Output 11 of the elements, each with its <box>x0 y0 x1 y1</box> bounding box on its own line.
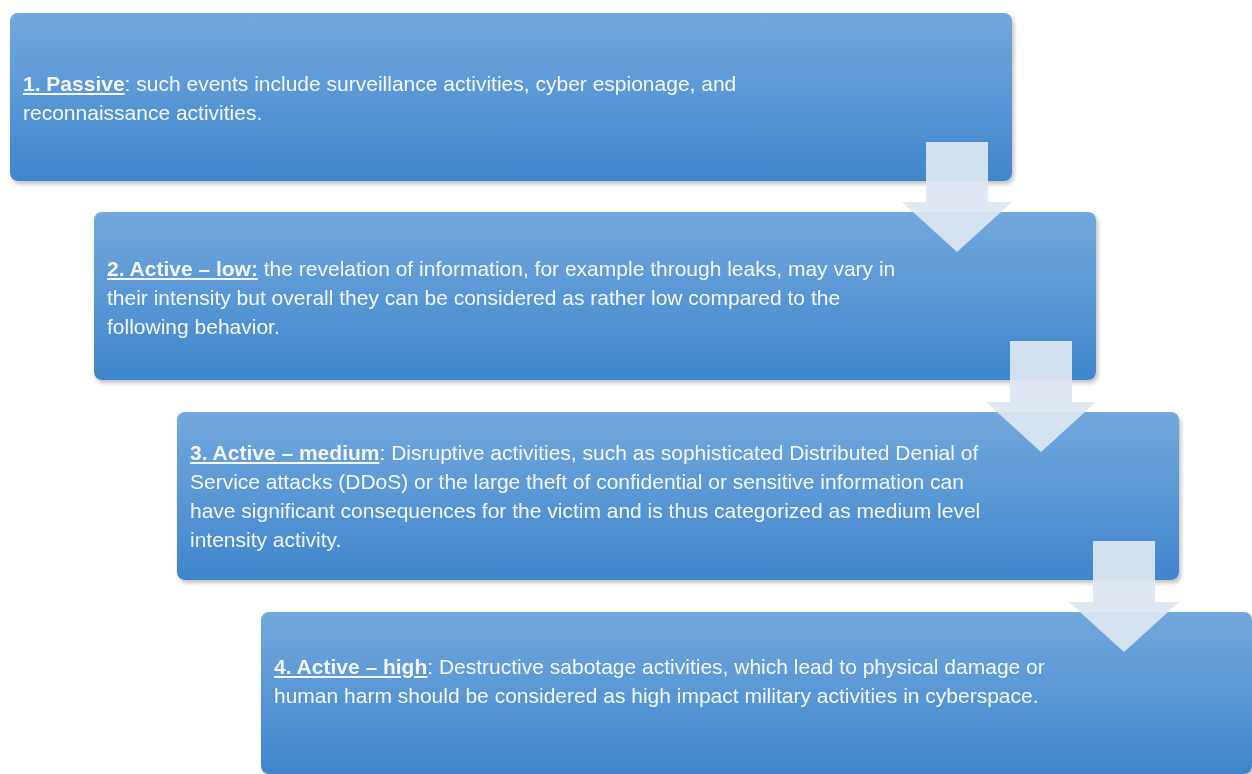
down-arrow <box>902 142 1012 252</box>
process-box <box>10 13 1012 181</box>
down-arrow <box>1069 541 1179 652</box>
process-box <box>261 612 1252 774</box>
description-text: 3. Active – medium: Disruptive activities, such as sophisticated Distributed Denial of Service attacks (DDoS) or the large theft of confidential or sensitive information can have significant consequences for the victim and is thus categorized as medium level intensity activity. <box>190 440 982 553</box>
down-arrow <box>986 341 1096 452</box>
process-box <box>94 212 1096 380</box>
description-text: 2. Active – low: the revelation of information, for example through leaks, may vary in their intensity but overall they can be considered as rather low compared to the following behavior. <box>107 256 897 340</box>
description-text: 1. Passive: such events include surveillance activities, cyber espionage, and reconnaissance activities. <box>23 71 738 126</box>
process-box <box>177 412 1179 580</box>
description-text: 4. Active – high: Destructive sabotage activities, which lead to physical damage or human harm should be considered as high impact military activities in cyberspace. <box>274 654 1046 709</box>
